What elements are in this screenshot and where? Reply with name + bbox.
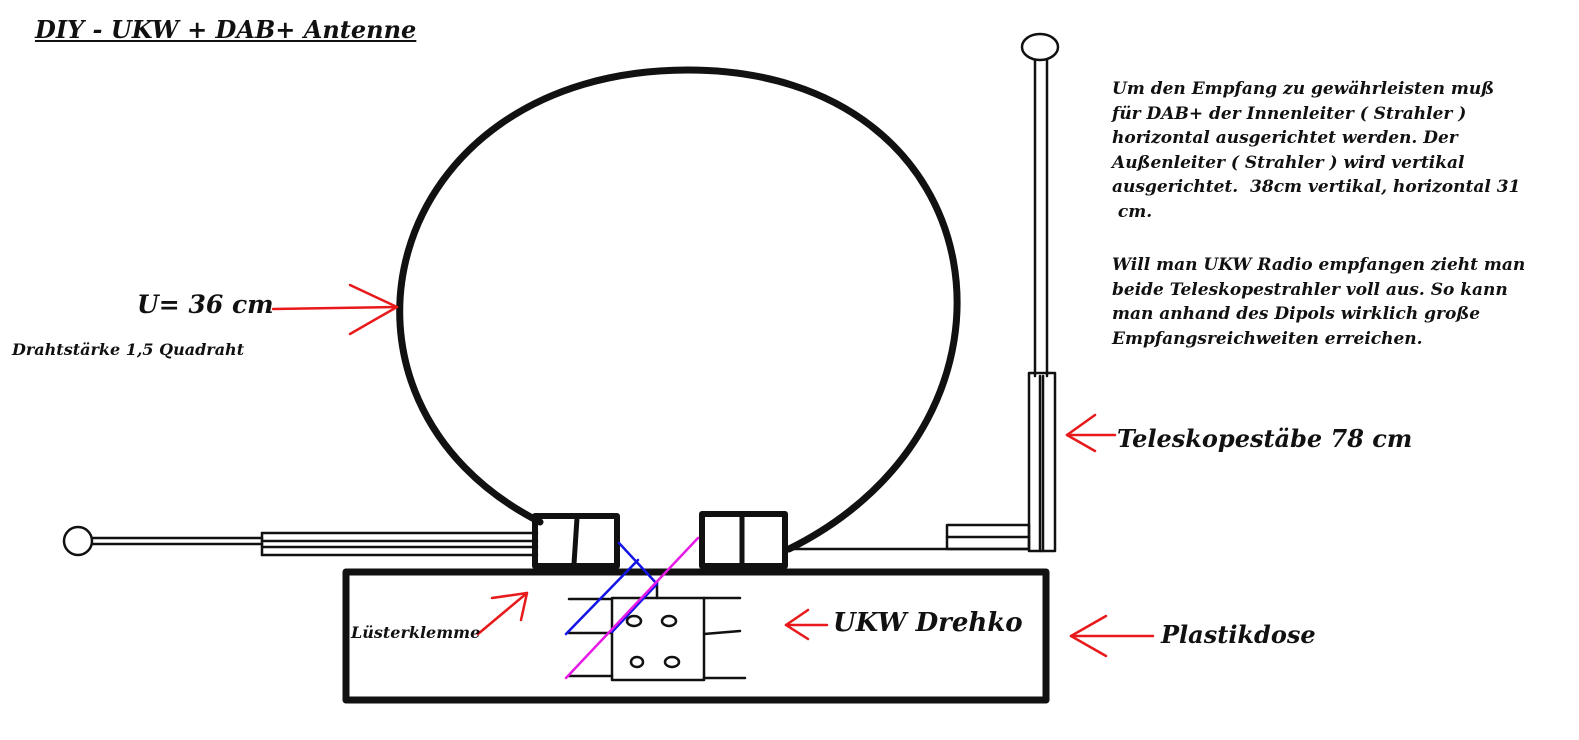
terminal-block-right	[699, 511, 788, 569]
page-title: DIY - UKW + DAB+ Antenne	[35, 15, 417, 44]
plastic-box	[342, 568, 1050, 704]
wire-blue	[564, 541, 659, 636]
telescopic-rod-vertical	[787, 32, 1060, 553]
arrow-terminal-block	[476, 591, 529, 636]
wire-magenta	[564, 536, 700, 680]
plastic-box-label: Plastikdose	[1161, 620, 1316, 649]
arrow-capacitor	[784, 608, 829, 641]
terminal-block-left	[532, 513, 620, 569]
loop-circumference-label: U= 36 cm	[137, 290, 274, 319]
variable-capacitor-label: UKW Drehko	[833, 608, 1023, 638]
terminal-block-label: Lüsterklemme	[351, 623, 481, 642]
description-paragraph-ukw: Will man UKW Radio empfangen zieht man b…	[1112, 255, 1526, 349]
arrow-telescopic	[1065, 413, 1117, 453]
wire-gauge-label: Drahtstärke 1,5 Quadraht	[12, 340, 245, 359]
telescopic-rods-label: Teleskopestäbe 78 cm	[1117, 424, 1413, 453]
variable-capacitor	[567, 580, 747, 682]
telescopic-rod-horizontal	[62, 525, 539, 557]
arrow-plastic-box	[1069, 614, 1155, 658]
description-paragraph-dab: Um den Empfang zu gewährleisten muß für …	[1112, 79, 1521, 222]
arrow-loop	[271, 283, 399, 336]
wire-loop	[396, 66, 961, 553]
